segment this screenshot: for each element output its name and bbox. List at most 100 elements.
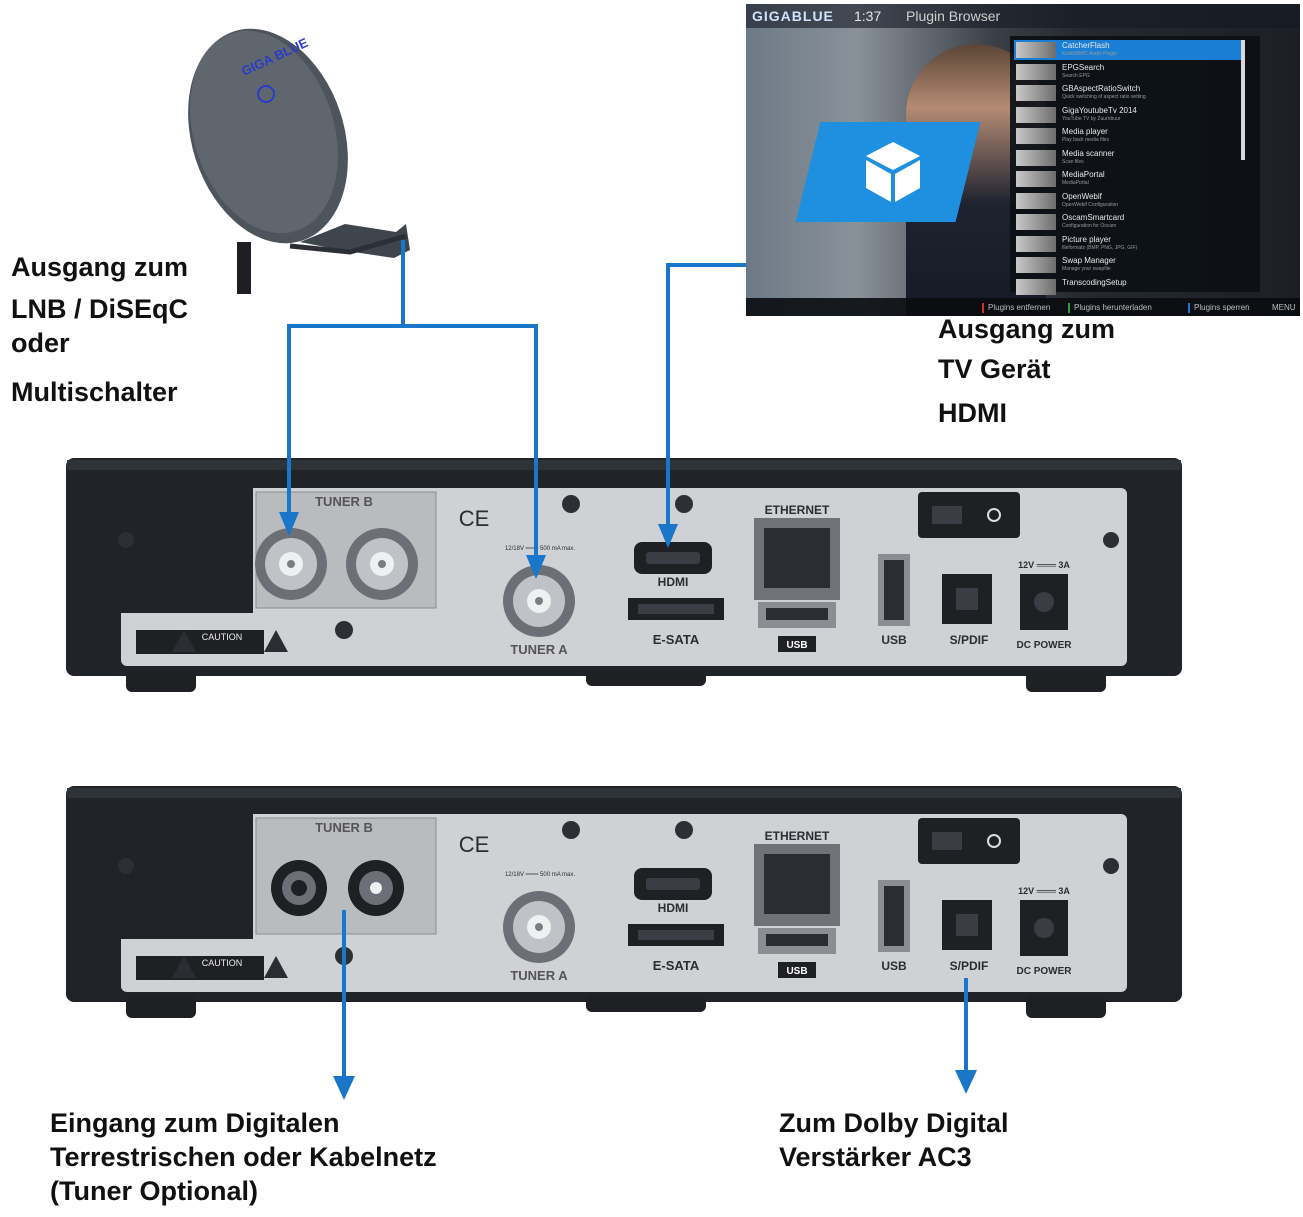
plugin-name: OpenWebif (1062, 191, 1102, 201)
caution-label: CAUTION (202, 958, 243, 968)
plugin-description: YouTube TV by Zuurnbuur (1062, 115, 1121, 122)
plugin-name: Media player (1062, 127, 1108, 136)
plugin-name: Swap Manager (1062, 256, 1116, 265)
plugin-name: MediaPortal (1062, 170, 1105, 179)
plugin-icon (1016, 214, 1056, 230)
cube-icon (866, 142, 920, 202)
power-switch[interactable] (918, 492, 1020, 538)
wire-tv-to-hdmi (666, 263, 746, 524)
plugin-description: Search EPG (1062, 72, 1090, 79)
plugin-description: OpenWebif Configuration (1062, 201, 1119, 208)
spdif-label: S/PDIF (950, 959, 989, 973)
usb-back-label: USB (786, 966, 807, 977)
plugin-icon (1016, 171, 1056, 187)
arrow-terrestrial (333, 1076, 355, 1100)
plugin-icon (1016, 63, 1056, 80)
tuner-b-label: TUNER B (315, 820, 373, 835)
plugin-name: Media scanner (1062, 148, 1115, 158)
tv-title: Plugin Browser (906, 8, 1001, 24)
esata-label: E-SATA (653, 958, 700, 973)
spec-label: 12/18V ═══ 500 mA max. (505, 546, 575, 552)
tuner-b-connector[interactable] (255, 528, 327, 600)
ce-mark: CE (459, 832, 490, 857)
power-switch[interactable] (918, 818, 1020, 864)
tuner-b-label: TUNER B (315, 494, 373, 509)
plugin-description: Scan files (1062, 158, 1084, 165)
tv-button-download[interactable]: Plugins herunterladen (1068, 303, 1152, 313)
tv-output-label: Ausgang zum TV Gerät HDMI (938, 314, 1116, 428)
plugin-description: Quick switching of aspect ratio setting (1062, 94, 1146, 100)
plugin-description: MediaPortal (1062, 180, 1089, 186)
terrestrial-input-label: Eingang zum Digitalen Terrestrischen ode… (50, 1108, 437, 1206)
tv-button-menu[interactable]: MENU (1272, 303, 1296, 313)
wire-dish-to-tuner-a (403, 324, 538, 555)
tv-button-lock[interactable]: Plugins sperren (1188, 303, 1250, 313)
plugin-name: GigaYoutubeTv 2014 (1062, 105, 1137, 115)
power-spec-label: 12V ═══ 3A (1018, 886, 1070, 896)
tuner-a-connector[interactable] (503, 565, 575, 637)
usb-side-label: USB (881, 959, 907, 973)
hdmi-label: HDMI (658, 901, 689, 915)
plugin-list-scrollbar[interactable] (1241, 40, 1245, 160)
plugin-description: Play back media files (1062, 137, 1109, 143)
arrow-hdmi (658, 524, 678, 548)
tuner-a-label: TUNER A (510, 968, 568, 983)
plugin-description: Configuration for Oscam (1062, 223, 1117, 229)
plugin-name: Picture player (1062, 234, 1111, 244)
antenna-out-connector[interactable] (348, 860, 404, 916)
plugin-name: GBAspectRatioSwitch (1062, 84, 1141, 93)
plugin-name: OscamSmartcard (1062, 213, 1125, 222)
spdif-label: S/PDIF (950, 633, 989, 647)
plugin-icon (1016, 235, 1056, 252)
plugin-icon (1016, 42, 1056, 58)
arrow-tuner-b (279, 512, 299, 536)
warning-icon (172, 630, 196, 652)
tv-button-remove[interactable]: Plugins entfernen (982, 303, 1050, 313)
tuner-a-connector[interactable] (503, 891, 575, 963)
plugin-icon (1016, 149, 1056, 166)
ethernet-label: ETHERNET (765, 829, 830, 843)
dc-power-label: DC POWER (1017, 640, 1073, 651)
tv-button-bar: Plugins entfernen Plugins herunterladen … (746, 298, 1300, 316)
plugin-name: EPGSearch (1062, 62, 1105, 72)
spec-label: 12/18V ═══ 500 mA max. (505, 872, 575, 878)
plugin-description: Kodi/XBMC Audio Plugin (1062, 51, 1118, 57)
lnb-output-label: Ausgang zum LNB / DiSEqC oder Multischal… (11, 252, 189, 407)
dc-power-label: DC POWER (1017, 966, 1073, 977)
tv-brand: GIGABLUE (752, 8, 834, 24)
plugin-description: fileformats (BMP, PNG, JPG, GIF) (1062, 244, 1138, 251)
receiver-top: TUNER B TUNER A HDMI E-SATA ETHERNET USB… (66, 458, 1182, 692)
antenna-in-connector[interactable] (271, 860, 327, 916)
tuner-b-connector-2[interactable] (346, 528, 418, 600)
plugin-icon (1016, 106, 1056, 123)
ethernet-label: ETHERNET (765, 503, 830, 517)
plugin-icon (1016, 192, 1056, 209)
ce-mark: CE (459, 506, 490, 531)
plugin-name: TranscodingSetup (1062, 277, 1127, 287)
usb-back-label: USB (786, 640, 807, 651)
arrow-tuner-a (526, 555, 546, 579)
plugin-icon (1016, 257, 1056, 273)
caution-label: CAUTION (202, 632, 243, 642)
warning-icon (172, 956, 196, 978)
plugin-name: CatcherFlash (1062, 41, 1110, 50)
tuner-a-label: TUNER A (510, 642, 568, 657)
plugin-list-item[interactable]: TranscodingSetup (1014, 277, 1244, 297)
tv-time: 1:37 (854, 8, 882, 24)
tv-top-bar (746, 4, 1300, 28)
warning-icon-2 (264, 956, 288, 978)
plugin-icon (1016, 278, 1056, 295)
